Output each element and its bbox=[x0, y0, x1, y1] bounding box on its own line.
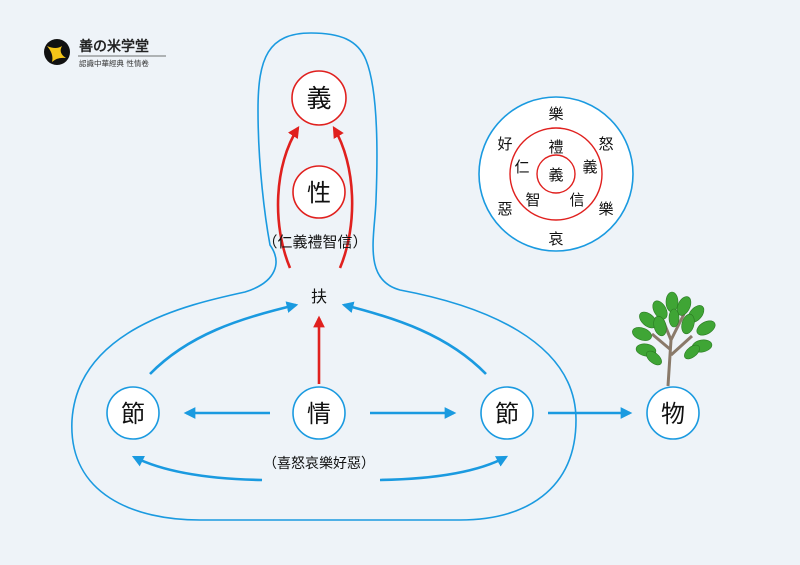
node-fu-label: 扶 bbox=[311, 287, 327, 306]
arrow-bottom-to-jie-right bbox=[379, 455, 509, 482]
node-jie-right: 節 bbox=[480, 386, 534, 440]
mini-circle-diagram: 義 禮 義 信 智 仁 樂 怒 樂 哀 惡 好 bbox=[478, 96, 634, 252]
mini-inner-label: 義 bbox=[582, 158, 597, 176]
node-wu-label: 物 bbox=[661, 400, 685, 428]
logo-subtitle: 認識中華經典 性情卷 bbox=[79, 58, 149, 68]
arrow-jie-right-to-fu bbox=[341, 301, 487, 375]
mini-inner-label: 禮 bbox=[548, 138, 563, 156]
node-qing-label: 情 bbox=[307, 400, 331, 428]
arrow-jie-left-to-fu bbox=[149, 301, 299, 375]
mini-outer-label: 惡 bbox=[497, 200, 512, 218]
logo-title: 善の米学堂 bbox=[79, 38, 149, 55]
logo: 善の米学堂 認識中華經典 性情卷 bbox=[44, 38, 166, 68]
logo-swallow-icon bbox=[47, 46, 66, 62]
node-qing-subtitle: （喜怒哀樂好惡） bbox=[263, 455, 375, 472]
mini-outer-label: 哀 bbox=[548, 230, 563, 248]
node-yi-label: 義 bbox=[306, 84, 331, 113]
mini-inner-label: 信 bbox=[569, 191, 584, 209]
node-jie-right-label: 節 bbox=[495, 400, 519, 428]
arrow-bottom-to-jie-left bbox=[131, 455, 263, 482]
node-xing-label: 性 bbox=[307, 179, 331, 207]
node-wu: 物 bbox=[646, 386, 700, 440]
mini-inner-label: 智 bbox=[525, 191, 540, 209]
mini-center-label: 義 bbox=[548, 166, 563, 184]
arrow-xing-to-yi-right bbox=[332, 125, 354, 269]
node-yi: 義 bbox=[291, 70, 347, 126]
node-xing: 性 bbox=[292, 165, 346, 219]
node-xing-subtitle: （仁義禮智信） bbox=[262, 233, 367, 251]
mini-outer-label: 好 bbox=[497, 135, 512, 153]
mini-inner-ring bbox=[536, 154, 576, 194]
mini-outer-label: 怒 bbox=[598, 135, 613, 153]
arrow-xing-to-yi-left bbox=[276, 126, 300, 269]
tree-icon bbox=[632, 291, 716, 387]
mini-inner-label: 仁 bbox=[514, 158, 529, 176]
mini-outer-label: 樂 bbox=[598, 200, 613, 218]
node-qing: 情 bbox=[292, 386, 346, 440]
mini-outer-label: 樂 bbox=[548, 105, 563, 123]
qing-xing-boundary bbox=[71, 32, 577, 521]
node-jie-left: 節 bbox=[106, 386, 160, 440]
node-jie-left-label: 節 bbox=[121, 400, 145, 428]
